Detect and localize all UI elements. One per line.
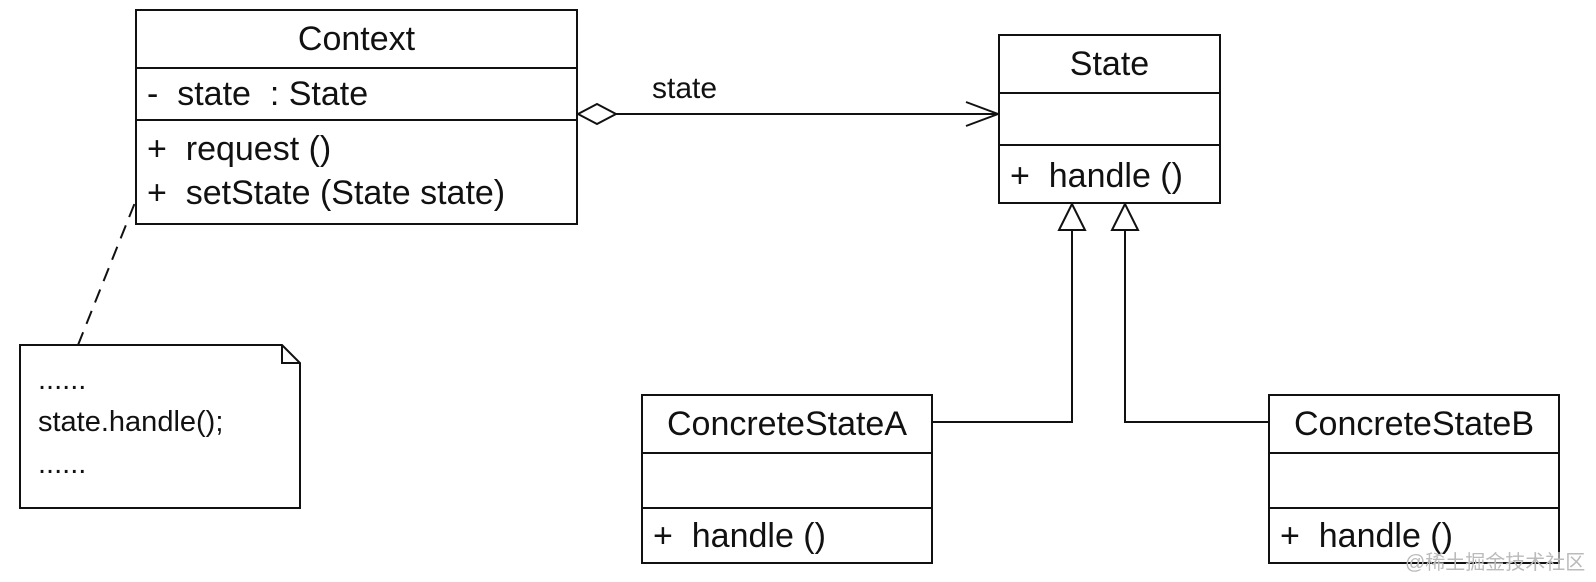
association-label: state <box>652 72 718 105</box>
operation-row: + request () <box>147 130 332 168</box>
operation-row: + setState (State state) <box>147 174 506 212</box>
class-name: ConcreteStateA <box>643 396 931 454</box>
class-concrete-state-b: ConcreteStateB + handle () <box>1268 394 1560 564</box>
operations-compartment: + handle () <box>1270 509 1558 558</box>
note-shape <box>19 344 301 509</box>
note-anchor-line <box>75 139 161 351</box>
class-name: Context <box>137 11 576 69</box>
operation-row: + handle () <box>653 517 826 555</box>
aggregation-diamond-icon <box>575 102 619 126</box>
attributes-compartment: - state : State <box>137 69 576 121</box>
note-line: ...... <box>38 448 87 480</box>
class-concrete-state-a: ConcreteStateA + handle () <box>641 394 933 564</box>
attribute-row: - state : State <box>147 75 369 113</box>
generalization-line-b <box>1124 230 1270 423</box>
class-context: Context - state : State + request () + s… <box>135 9 578 225</box>
generalization-line-a <box>932 230 1073 423</box>
operations-compartment: + request () + setState (State state) <box>137 121 576 215</box>
attributes-compartment <box>1000 94 1219 146</box>
operations-compartment: + handle () <box>1000 146 1219 198</box>
note-line: state.handle(); <box>38 406 224 438</box>
operations-compartment: + handle () <box>643 509 931 558</box>
attributes-compartment <box>643 454 931 509</box>
operation-row: + handle () <box>1280 517 1453 555</box>
class-state: State + handle () <box>998 34 1221 204</box>
note-line: ...... <box>38 364 87 396</box>
class-name: State <box>1000 36 1219 94</box>
generalization-triangle-icon-a <box>1057 201 1087 231</box>
note-fold <box>281 345 300 364</box>
attributes-compartment <box>1270 454 1558 509</box>
watermark: @稀土掘金技术社区 <box>1405 552 1586 574</box>
generalization-triangle-icon-b <box>1110 201 1140 231</box>
operation-row: + handle () <box>1010 157 1183 195</box>
class-name: ConcreteStateB <box>1270 396 1558 454</box>
